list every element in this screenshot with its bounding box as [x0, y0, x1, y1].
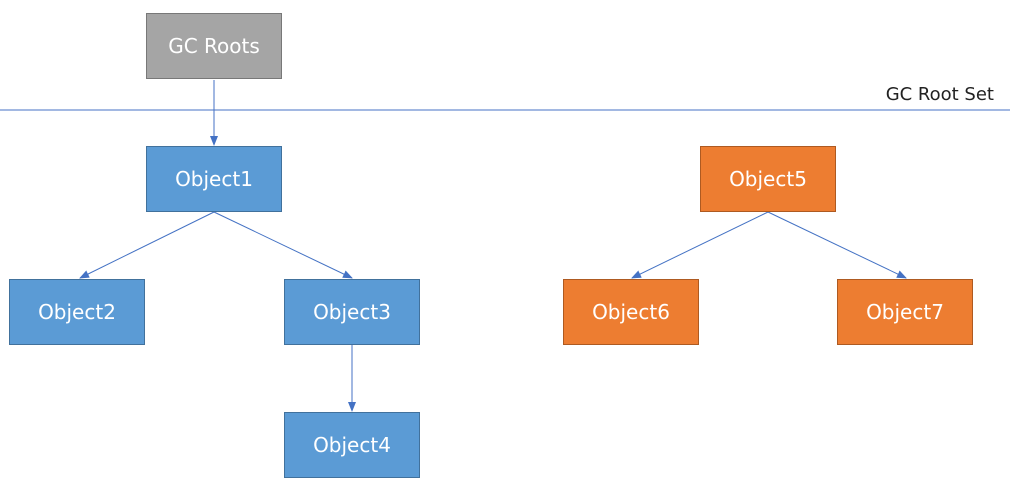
node-object7: Object7 — [837, 279, 973, 345]
edge-object1-to-object2 — [79, 211, 215, 279]
gc-root-set-label: GC Root Set — [885, 84, 994, 105]
node-gc-roots: GC Roots — [146, 13, 282, 79]
node-object6: Object6 — [563, 279, 699, 345]
node-object3: Object3 — [284, 279, 420, 345]
node-object4: Object4 — [284, 412, 420, 478]
edge-object5-to-object7 — [767, 211, 907, 279]
node-object5: Object5 — [700, 146, 836, 212]
edge-object1-to-object3 — [213, 211, 353, 279]
node-object1: Object1 — [146, 146, 282, 212]
node-object2: Object2 — [9, 279, 145, 345]
edge-object5-to-object6 — [631, 211, 769, 279]
